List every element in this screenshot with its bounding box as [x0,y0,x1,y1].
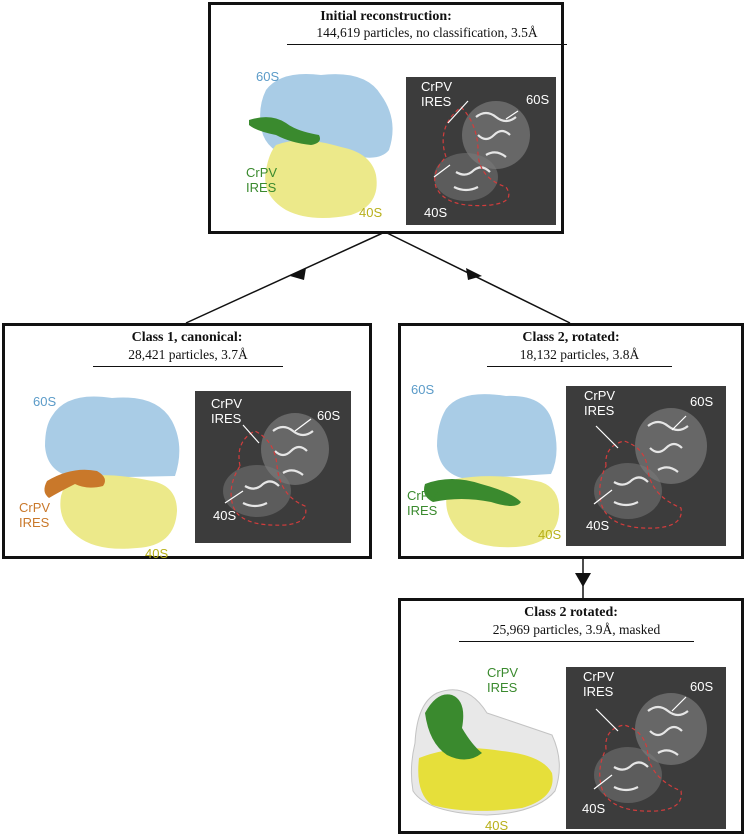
class1-canonical-box: Class 1, canonical: 28,421 particles, 3.… [2,323,372,561]
box-subtitle: 28,421 particles, 3.7Å [93,347,283,367]
arrowhead-masked [575,573,591,587]
box-title: Class 2 rotated: [524,605,618,620]
label-ires: CrPV IRES [19,500,51,530]
label-40s: 40S [145,546,169,561]
ribosome-model-graphic [410,689,560,816]
initial-reconstruction-box: Initial reconstruction: 144,619 particle… [208,2,567,234]
arrowhead-class1 [290,268,306,280]
ribosome-model-graphic [424,394,560,548]
micrograph [566,386,726,546]
box-subtitle: 144,619 particles, no classification, 3.… [287,25,567,45]
micrograph [195,391,351,543]
micro-label-ires: CrPV IRES [583,669,615,699]
micro-label-60s: 60S [317,408,341,423]
micrograph-image [195,391,351,543]
box-title: Class 1, canonical: [131,330,243,345]
label-40s: 40S [485,818,509,833]
ribosome-model-graphic [44,396,180,549]
ribosome-model [37,386,187,556]
micro-label-ires: CrPV IRES [211,396,243,426]
arrowhead-class2 [466,268,482,280]
label-ires: CrPV IRES [487,665,519,695]
ribosome-model-graphic [249,74,393,219]
label-60s: 60S [256,69,280,84]
class2-masked-box: Class 2 rotated: 25,969 particles, 3.9Å,… [398,598,744,834]
micro-label-40s: 40S [213,508,237,523]
label-40s: 40S [538,527,562,542]
micro-label-ires: CrPV IRES [584,388,616,418]
label-ires: CrPV IRES [407,488,439,518]
micrograph-image [566,667,726,829]
micrograph [406,77,556,225]
micro-label-40s: 40S [582,801,606,816]
micrograph-image [566,386,726,546]
micro-label-60s: 60S [690,679,714,694]
box-title: Class 2, rotated: [522,330,620,345]
label-60s: 60S [411,382,435,397]
micro-label-40s: 40S [586,518,610,533]
connector-to-class1 [185,231,386,324]
ribosome-model [421,384,571,554]
micrograph [566,667,726,829]
box-title: Initial reconstruction: [320,9,452,24]
micro-label-40s: 40S [424,205,448,220]
label-60s: 60S [33,394,57,409]
box-subtitle: 25,969 particles, 3.9Å, masked [459,622,694,642]
ribosome-model [241,65,401,225]
box-subtitle: 18,132 particles, 3.8Å [487,347,672,367]
label-ires: CrPV IRES [246,165,278,195]
micrograph-image [406,77,556,225]
label-40s: 40S [359,205,383,220]
ribosome-model [407,673,567,823]
connector-to-class2 [384,231,571,324]
micro-label-60s: 60S [690,394,714,409]
class2-rotated-box: Class 2, rotated: 18,132 particles, 3.8Å… [398,323,744,559]
micro-label-60s: 60S [526,92,550,107]
micro-label-ires: CrPV IRES [421,79,453,109]
